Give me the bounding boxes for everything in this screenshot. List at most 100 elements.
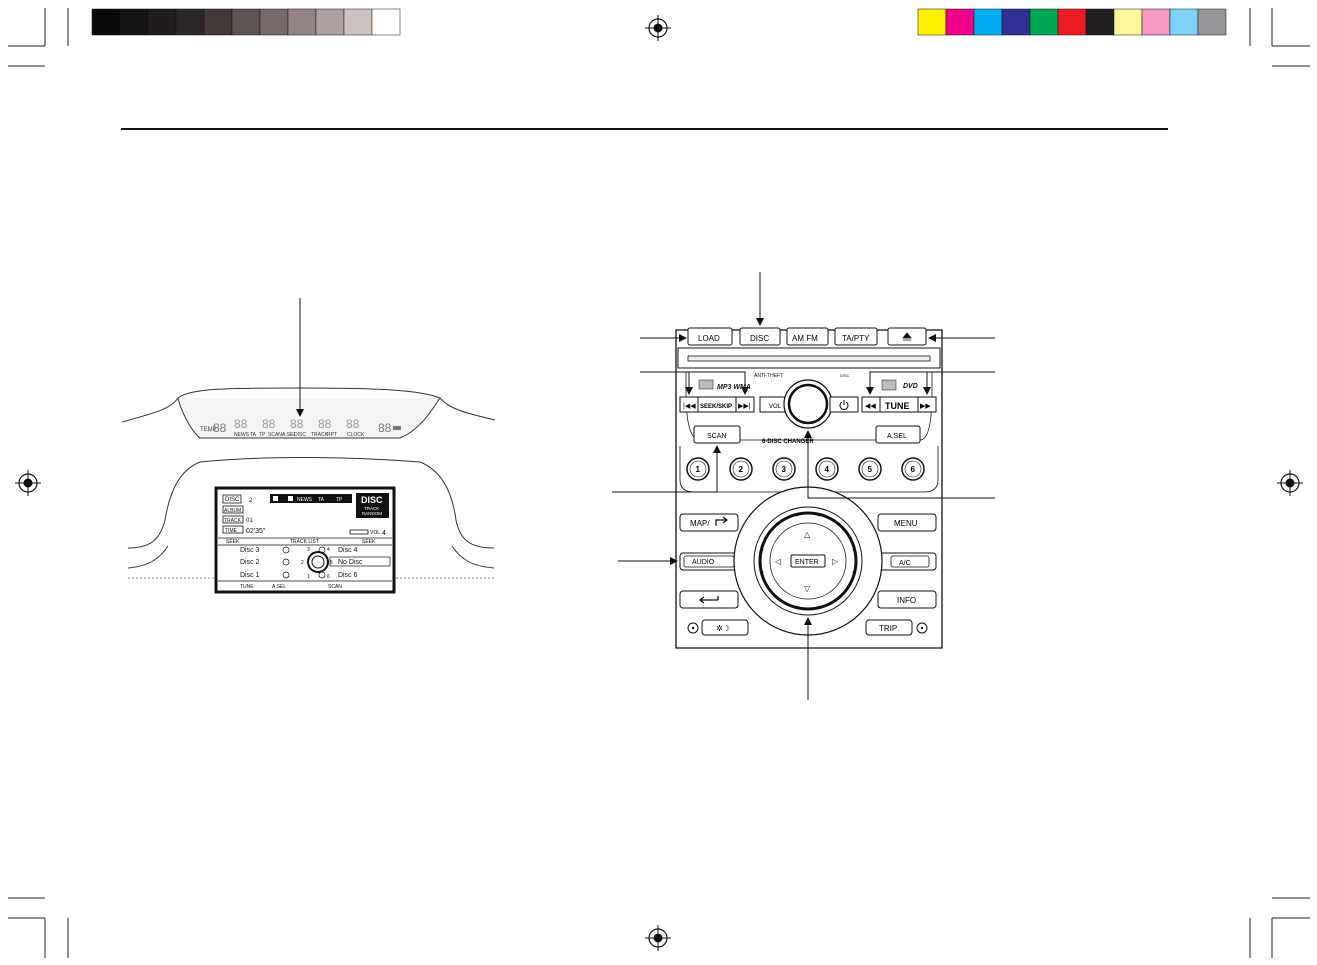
screen-tab-scan: SCAN: [328, 584, 342, 590]
ind-rpt: RPT: [327, 432, 337, 438]
scan-label: SCAN: [707, 433, 726, 440]
prev-icon: |◀◀: [683, 403, 696, 410]
color-swatch: [1113, 8, 1143, 36]
am-fm-button[interactable]: [786, 327, 829, 346]
scan-button[interactable]: [693, 425, 741, 444]
disc-button[interactable]: [739, 327, 781, 346]
map-label: MAP/: [690, 519, 710, 528]
map-button[interactable]: [679, 513, 739, 532]
preset-label: 6: [911, 465, 916, 474]
screen-nav-center: TRACK LIST: [290, 539, 319, 545]
tune-label: TUNE: [885, 401, 910, 411]
screen-disc-label: DISC: [225, 497, 240, 503]
screen-album-label: ALBUM: [224, 508, 241, 514]
color-swatch: [1029, 8, 1059, 36]
disc-slot-right: No Disc: [338, 559, 363, 566]
cd-logo-icon: [881, 379, 897, 391]
asel-button[interactable]: [875, 425, 921, 444]
preset-ring: [861, 460, 879, 478]
seek-next-button[interactable]: [735, 396, 755, 413]
gray-swatch: [343, 8, 373, 36]
grayscale-calibration-bar: [91, 8, 401, 36]
volume-knob[interactable]: [787, 383, 829, 425]
screen-nav-left: SEEK: [226, 539, 240, 545]
callout-vol: [804, 430, 995, 499]
enter-button[interactable]: [790, 554, 826, 568]
info-button[interactable]: [877, 590, 937, 609]
disc-status-icon: [282, 571, 290, 579]
audio-label: AUDIO: [692, 559, 715, 566]
dial-right-icon[interactable]: ▷: [832, 557, 839, 566]
back-arrow-icon: [699, 596, 719, 604]
ta-pty-button[interactable]: [834, 327, 878, 346]
vol-label: VOL: [769, 404, 782, 410]
color-swatch: [1057, 8, 1087, 36]
seek-skip-group: |◀◀ SEEK/SKIP ▶▶|: [679, 396, 755, 413]
forward-icon: ▶▶: [920, 403, 931, 410]
screen-vol-value: 4: [382, 530, 386, 537]
preset-label: 5: [868, 465, 873, 474]
color-swatch: [945, 8, 975, 36]
dial-slot-number: 2: [301, 560, 304, 566]
dial-up-icon[interactable]: △: [804, 530, 811, 539]
tune-up-button[interactable]: [917, 396, 937, 413]
day-night-button[interactable]: [701, 619, 749, 636]
color-swatch: [973, 8, 1003, 36]
next-icon: ▶▶|: [738, 403, 751, 410]
info-label: INFO: [897, 596, 916, 605]
dial-slot-number: 1: [307, 574, 310, 580]
gray-swatch: [259, 8, 289, 36]
svg-text:TEMP: TEMP: [200, 427, 217, 433]
screen-status-tp: TP: [336, 497, 343, 503]
dial-down-icon[interactable]: ▽: [804, 584, 811, 593]
preset-label: 3: [782, 465, 787, 474]
screen-time-value: 02'35": [246, 528, 266, 535]
disc-slot-left: Disc 2: [240, 559, 260, 566]
screen-status-ta: TA: [318, 497, 325, 503]
eject-icon: [902, 332, 912, 341]
svg-text:88: 88: [346, 417, 360, 431]
disc-slot-right: Disc 6: [338, 572, 358, 579]
trip-label: TRIP: [879, 624, 897, 633]
crop-marks: [8, 8, 1310, 958]
color-swatch: [917, 8, 947, 36]
disc-status-icon: [282, 546, 290, 554]
preset-ring: [904, 460, 922, 478]
screen-tab-asel: A.SEL: [272, 584, 286, 590]
anti-theft-label: ANTI-THEFT: [754, 373, 783, 379]
screen-vol-label: VOL: [370, 530, 380, 536]
ind-track: TRACK: [311, 432, 329, 438]
disc-slot-left: Disc 3: [240, 547, 260, 554]
am-fm-label: AM FM: [792, 334, 818, 343]
load-button[interactable]: [687, 327, 733, 346]
dial-left-icon[interactable]: ◁: [774, 557, 781, 566]
screen-nav-right: SEEK: [362, 539, 376, 545]
dial-slot-number: 3: [307, 547, 310, 553]
color-calibration-bar: [917, 8, 1227, 36]
selected-slot-frame: [329, 556, 391, 567]
screen-tab-tune: TUNE: [240, 584, 254, 590]
disc-slot-right: Disc 4: [338, 547, 358, 554]
seek-skip-label: SEEK/SKIP: [700, 404, 732, 410]
preset-ring: [775, 460, 793, 478]
day-night-icon: ✲☽: [716, 624, 730, 633]
color-swatch: [1197, 8, 1227, 36]
registration-mark-left: [15, 470, 41, 496]
rewind-icon: ◀◀: [865, 403, 876, 410]
disc-label: DISC: [750, 334, 769, 343]
gray-swatch: [119, 8, 149, 36]
menu-button[interactable]: [877, 513, 937, 532]
preset-ring: [818, 460, 836, 478]
gray-swatch: [287, 8, 317, 36]
gray-swatch: [203, 8, 233, 36]
ind-news: NEWS: [234, 432, 250, 438]
trip-button[interactable]: [865, 619, 913, 636]
ta-pty-label: TA/PTY: [842, 334, 870, 343]
asel-label: A.SEL: [887, 433, 907, 440]
screen-disc-value: 2: [249, 498, 253, 504]
registration-mark-bottom: [645, 925, 671, 951]
ind-ta: TA: [250, 432, 257, 438]
power-icon: [839, 400, 849, 410]
